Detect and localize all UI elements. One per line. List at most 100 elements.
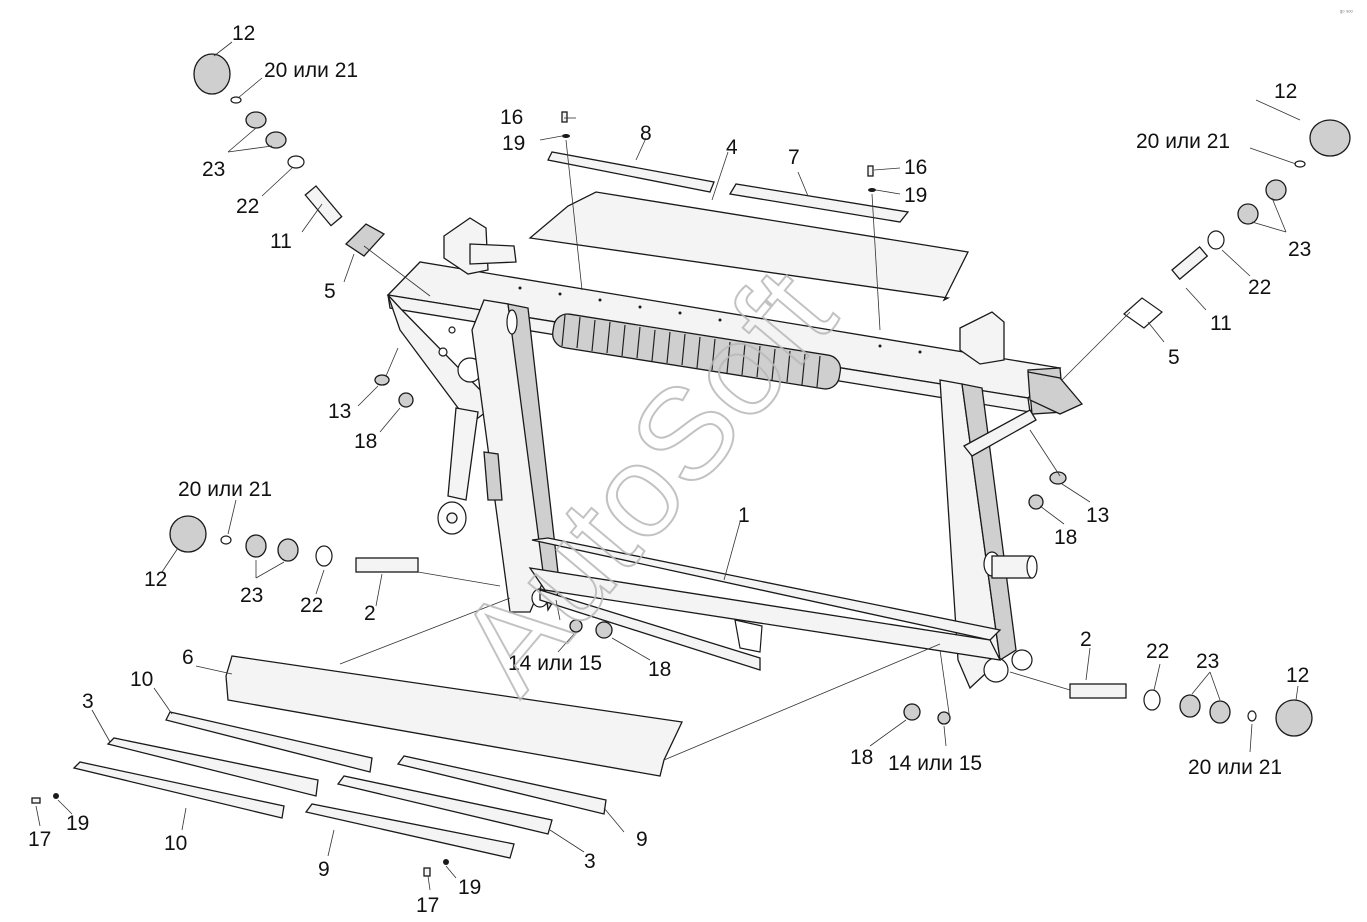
callout-10-bottom: 10 — [164, 832, 187, 855]
strip-10-bottom — [72, 761, 285, 819]
callout-6: 6 — [182, 646, 194, 669]
callout-19-top-left: 19 — [502, 132, 525, 155]
strip-9-bottom — [304, 803, 515, 859]
callout-12-midleft: 12 — [144, 568, 167, 591]
callout-3-bottom: 3 — [584, 850, 596, 873]
callout-2-left: 2 — [364, 602, 376, 625]
cap-12-topleft — [193, 53, 231, 95]
corner-mark: ᵍᵒ ˢᵒᵒ — [1340, 10, 1353, 16]
leader-lines — [35, 41, 1301, 891]
callout-13-left: 13 — [328, 400, 351, 423]
bearing-23-ml-a — [245, 534, 267, 558]
washer-14-right — [937, 711, 951, 725]
washer-19-top-right — [868, 188, 876, 192]
washer-19-top-left — [562, 134, 570, 138]
bearing-23-tr-b — [1237, 203, 1259, 225]
callout-9-bottom: 9 — [318, 858, 330, 881]
callout-2-right: 2 — [1080, 628, 1092, 651]
washer-13-right — [1049, 471, 1067, 485]
ring-22-br — [1143, 689, 1161, 711]
callout-19-left: 19 — [66, 812, 89, 835]
callout-16-right: 16 — [904, 156, 927, 179]
strip-7 — [728, 183, 910, 223]
callout-9-right: 9 — [636, 828, 648, 851]
callout-23-midleft: 23 — [240, 584, 263, 607]
callout-5-left: 5 — [324, 280, 336, 303]
callouts: 12 20 или 21 23 22 11 5 16 19 8 4 7 16 1… — [28, 22, 1311, 917]
callout-17-left: 17 — [28, 828, 51, 851]
bearing-23-tl-a — [245, 111, 267, 129]
washer-14-mid — [569, 619, 583, 633]
knife-6 — [225, 655, 683, 777]
callout-22-topright: 22 — [1248, 276, 1271, 299]
callout-1: 1 — [738, 504, 750, 527]
callout-16-left: 16 — [500, 106, 523, 129]
cap-12-topright — [1309, 119, 1351, 157]
callout-11-right: 11 — [1210, 312, 1232, 335]
callout-22-bottomright: 22 — [1146, 640, 1169, 663]
strip-9-right — [396, 755, 607, 815]
callout-14-right: 14 или 15 — [888, 752, 982, 775]
bearing-23-ml-b — [277, 538, 299, 562]
strip-3-bottom — [336, 775, 553, 835]
callout-5-right: 5 — [1168, 346, 1180, 369]
callout-23-topleft: 23 — [202, 158, 225, 181]
strip-3-top — [106, 737, 319, 797]
callout-7: 7 — [788, 146, 800, 169]
ring-22-tl — [287, 155, 305, 169]
nut-18-bottom — [903, 703, 921, 721]
axle-2-left — [355, 557, 419, 573]
strip-8 — [547, 151, 715, 193]
nut-18-mid — [595, 621, 613, 639]
callout-4: 4 — [726, 136, 738, 159]
callout-19-bottom: 19 — [458, 876, 481, 899]
washer-13-left — [374, 374, 390, 386]
bolt-16-right — [867, 165, 874, 177]
main-frame — [386, 217, 1084, 690]
callout-22-midleft: 22 — [300, 594, 323, 617]
callout-8: 8 — [640, 122, 652, 145]
cap-12-bottomright — [1275, 699, 1313, 737]
bolt-16-left — [561, 111, 568, 123]
bolt-17-left — [31, 797, 41, 804]
callout-14-mid: 14 или 15 — [508, 652, 602, 675]
callout-18-bottom: 18 — [850, 746, 873, 769]
callout-19-top-right: 19 — [904, 184, 927, 207]
axle-11-tr — [1171, 245, 1209, 281]
callout-3-left: 3 — [82, 690, 94, 713]
callout-20-topright: 20 или 21 — [1136, 130, 1230, 153]
ring-22-ml — [315, 545, 333, 567]
washer-19-bottom — [443, 859, 449, 865]
washer-19-left — [53, 793, 59, 799]
nut-18-right — [1028, 494, 1044, 510]
ring-22-tr — [1207, 230, 1225, 250]
callout-18-mid: 18 — [648, 658, 671, 681]
callout-17-bottom: 17 — [416, 894, 439, 917]
bearing-23-br-a — [1179, 694, 1201, 718]
bearing-23-tl-b — [265, 131, 287, 149]
callout-12-topright: 12 — [1274, 80, 1297, 103]
nut-18-left — [398, 392, 414, 408]
callout-13-right: 13 — [1086, 504, 1109, 527]
callout-20-topleft: 20 или 21 — [264, 59, 358, 82]
axle-11-tl — [304, 185, 343, 227]
bearing-23-br-b — [1209, 700, 1231, 724]
callout-11-left: 11 — [270, 230, 292, 253]
strip-10-top — [165, 711, 373, 773]
callout-20-midleft: 20 или 21 — [178, 478, 272, 501]
callout-12-bottomright: 12 — [1286, 664, 1309, 687]
callout-23-topright: 23 — [1288, 238, 1311, 261]
callout-18-right: 18 — [1054, 526, 1077, 549]
callout-22-topleft: 22 — [236, 195, 259, 218]
bolt-17-bottom — [423, 867, 431, 877]
callout-20-bottomright: 20 или 21 — [1188, 756, 1282, 779]
cap-12-midleft — [169, 515, 207, 553]
callout-23-bottomright: 23 — [1196, 650, 1219, 673]
callout-12-topleft: 12 — [232, 22, 255, 45]
bearing-23-tr-a — [1265, 179, 1287, 201]
plate-5-tr — [1123, 297, 1163, 329]
axle-2-right — [1069, 683, 1127, 699]
plate-5-tl — [344, 223, 386, 257]
callout-10-top: 10 — [130, 668, 153, 691]
